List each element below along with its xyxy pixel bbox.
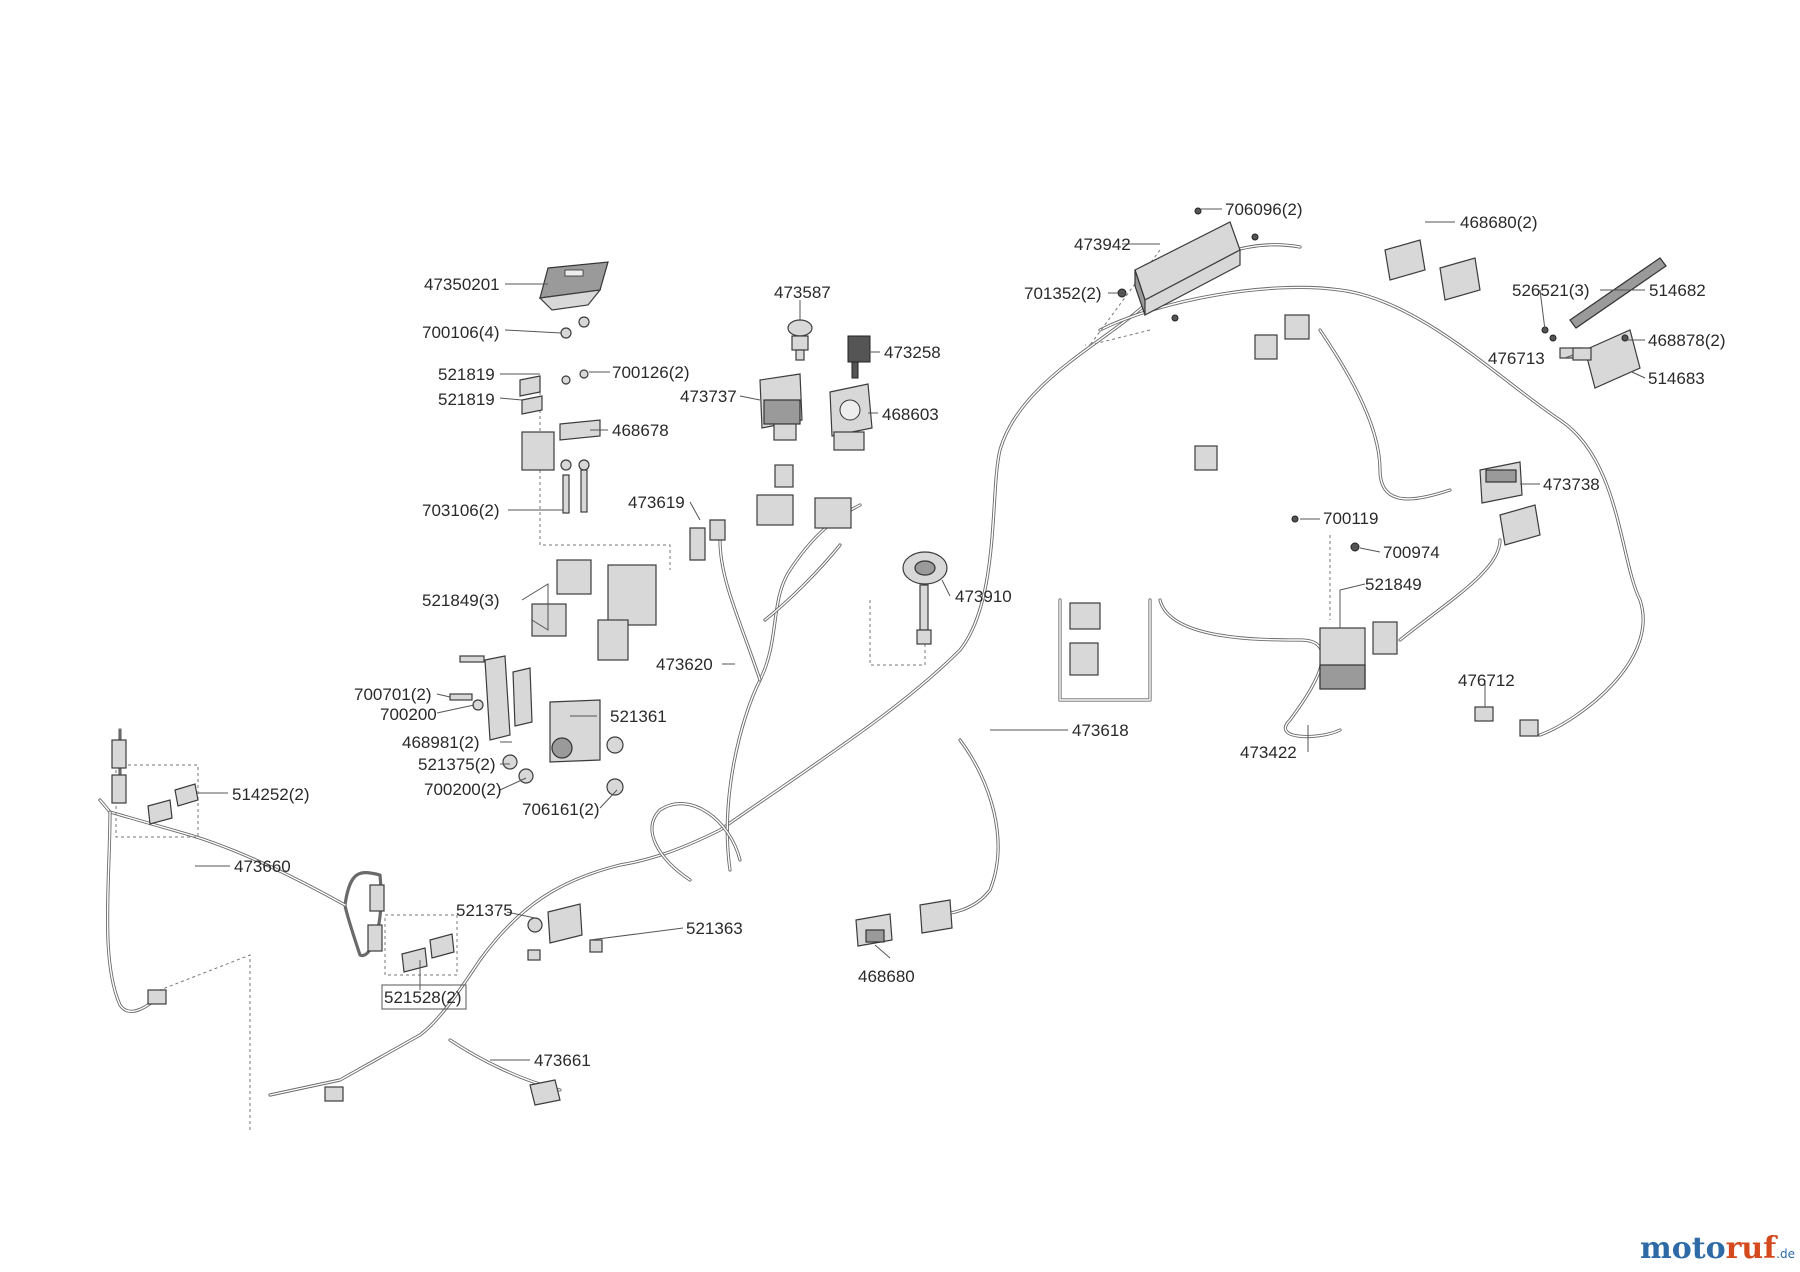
connector-473661 <box>147 989 561 1106</box>
label-473661: 473661 <box>534 1051 591 1070</box>
wire-harness-473620 <box>650 503 862 882</box>
label-514252-2: 514252(2) <box>232 785 310 804</box>
label-700119: 700119 <box>1323 509 1378 528</box>
alignment-lines <box>115 249 1331 1130</box>
label-706096-2: 706096(2) <box>1225 200 1303 219</box>
label-473942: 473942 <box>1074 235 1131 254</box>
label-521819-a: 521819 <box>438 365 495 384</box>
small-nuts-column <box>560 316 590 514</box>
wire-harness-473422 <box>1058 285 1645 739</box>
solenoid-521361 <box>484 655 624 796</box>
label-473737: 473737 <box>680 387 737 406</box>
switch-468680 <box>855 899 953 947</box>
label-473660: 473660 <box>234 857 291 876</box>
label-514682: 514682 <box>1649 281 1706 300</box>
label-473910: 473910 <box>955 587 1012 606</box>
label-476712: 476712 <box>1458 671 1515 690</box>
label-473619: 473619 <box>628 493 685 512</box>
label-473422: 473422 <box>1240 743 1297 762</box>
label-521849-3: 521849(3) <box>422 591 500 610</box>
label-468678: 468678 <box>612 421 669 440</box>
label-468680-2: 468680(2) <box>1460 213 1538 232</box>
switch-473737 <box>756 373 803 526</box>
label-526521-3: 526521(3) <box>1512 281 1590 300</box>
lamps-468680-2 <box>1384 239 1481 301</box>
label-473258: 473258 <box>884 343 941 362</box>
label-703106-2: 703106(2) <box>422 501 500 520</box>
label-521819-b: 521819 <box>438 390 495 409</box>
label-521528-2: 521528(2) <box>384 988 462 1007</box>
label-700974: 700974 <box>1383 543 1440 562</box>
watermark-part1: moto <box>1640 1231 1726 1266</box>
label-700200-2: 700200(2) <box>424 780 502 799</box>
strip-514682 <box>1569 257 1667 329</box>
label-700200: 700200 <box>380 705 437 724</box>
leader-lines <box>195 208 1646 1061</box>
label-473587: 473587 <box>774 283 831 302</box>
ignition-key-473258 <box>847 335 871 379</box>
sockets-521528-2 <box>367 884 455 973</box>
wire-harness-473660 <box>98 728 383 1013</box>
label-473620: 473620 <box>656 655 713 674</box>
key-switch-473587 <box>787 319 813 361</box>
relay-521849 <box>1291 515 1398 690</box>
connectors-473618 <box>1069 314 1310 676</box>
label-473618: 473618 <box>1072 721 1129 740</box>
label-521361: 521361 <box>610 707 667 726</box>
label-473738: 473738 <box>1543 475 1600 494</box>
horn-473910 <box>902 551 948 645</box>
ignition-switch-468603 <box>814 383 873 529</box>
label-701352-2: 701352(2) <box>1024 284 1102 303</box>
watermark-logo: motoruf.de <box>1640 1231 1795 1266</box>
connector-476712 <box>1474 706 1539 737</box>
label-468981-2: 468981(2) <box>402 733 480 752</box>
label-706161-2: 706161(2) <box>522 800 600 819</box>
label-700701-2: 700701(2) <box>354 685 432 704</box>
switch-473738 <box>1479 461 1541 546</box>
connector-476713 <box>1572 347 1592 361</box>
bracket-473619 <box>689 519 726 561</box>
label-521849: 521849 <box>1365 575 1422 594</box>
relays-521849-3 <box>531 559 657 661</box>
label-521363: 521363 <box>686 919 743 938</box>
label-468680: 468680 <box>858 967 915 986</box>
label-468878-2: 468878(2) <box>1648 331 1726 350</box>
connector-521363 <box>527 903 603 961</box>
label-47350201: 47350201 <box>424 275 500 294</box>
label-514683: 514683 <box>1648 369 1705 388</box>
label-box-521528 <box>381 984 467 1010</box>
label-700126-2: 700126(2) <box>612 363 690 382</box>
svg-text:motoruf.de: motoruf.de <box>1640 1231 1795 1266</box>
wire-468680-branch <box>928 738 1000 917</box>
label-468603: 468603 <box>882 405 939 424</box>
part-labels: 47350201 700106(4) 521819 700126(2) 5218… <box>232 200 1726 1070</box>
label-521375: 521375 <box>456 901 513 920</box>
switch-cover-47350201 <box>538 261 609 311</box>
label-476713: 476713 <box>1488 349 1545 368</box>
fuse-holder-468678 <box>519 375 601 471</box>
watermark-suffix: .de <box>1776 1247 1795 1261</box>
label-700106-4: 700106(4) <box>422 323 500 342</box>
wire-harness-473618 <box>268 243 1302 1097</box>
label-521375-2: 521375(2) <box>418 755 496 774</box>
control-module-473942 <box>1117 207 1259 322</box>
watermark-part2: ruf <box>1726 1231 1779 1266</box>
sockets-514252-2 <box>111 739 199 825</box>
